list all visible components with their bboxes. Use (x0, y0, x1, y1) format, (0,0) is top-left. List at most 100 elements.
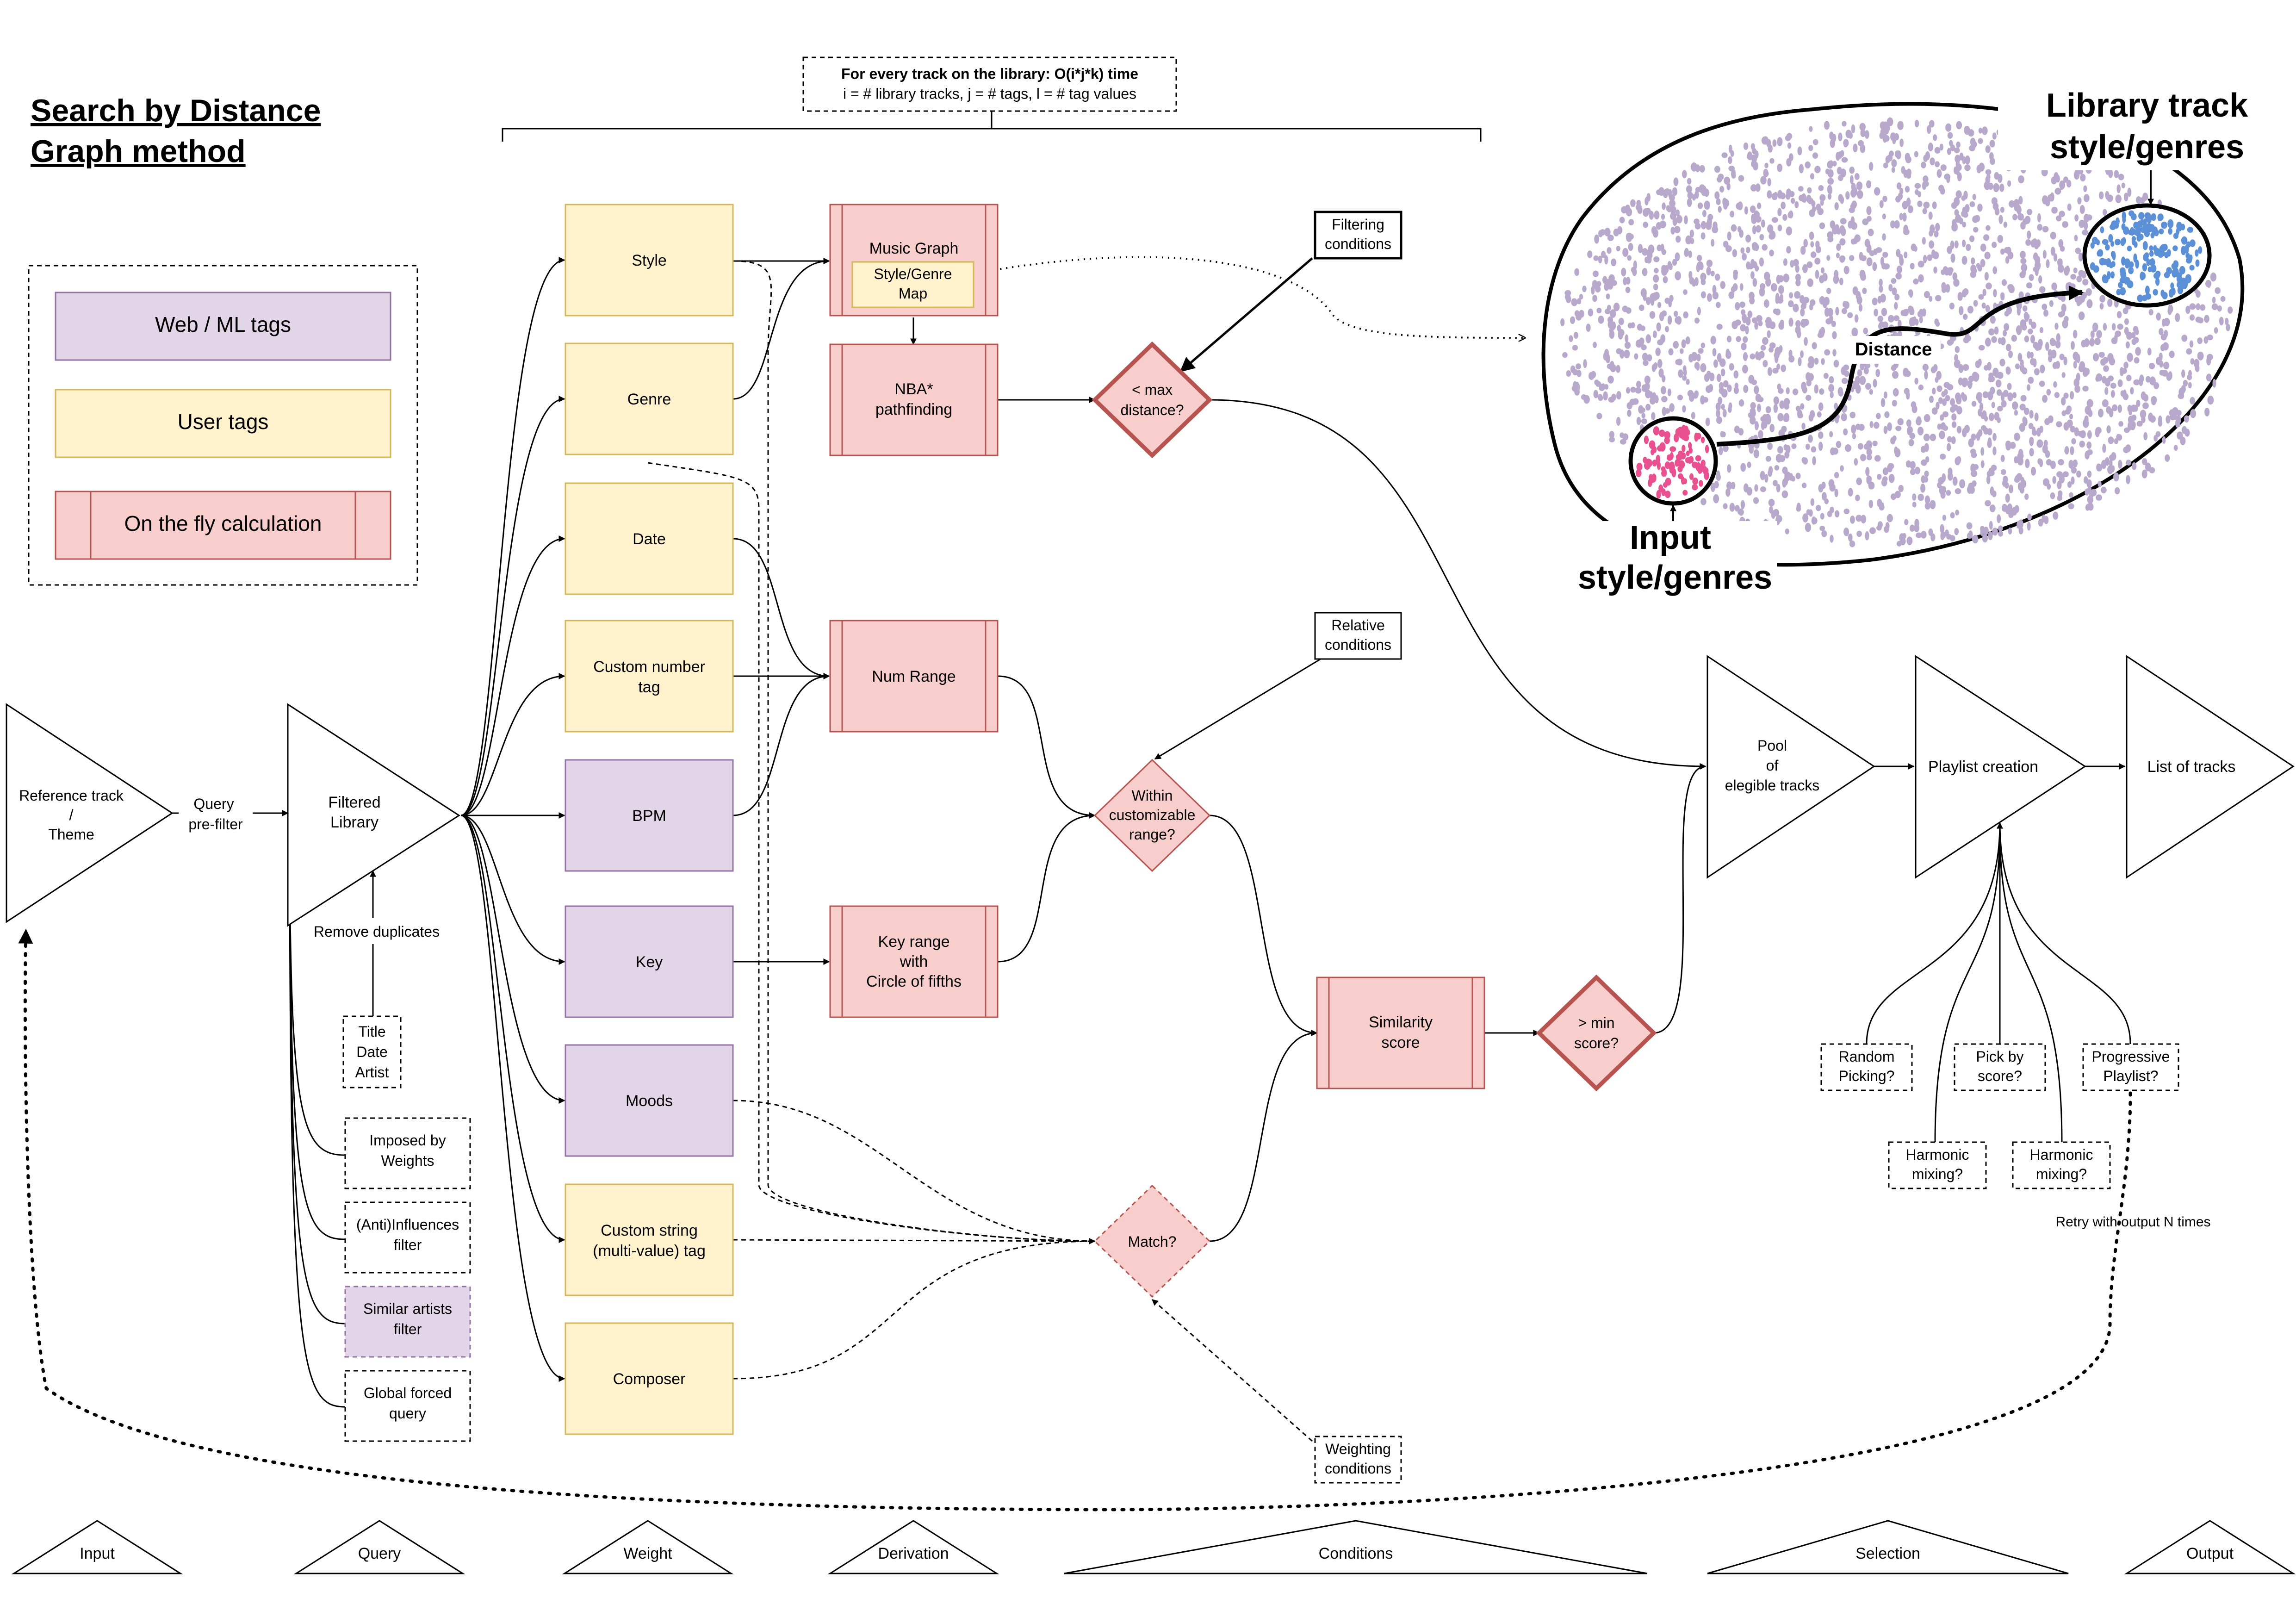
style-dot (1600, 229, 1606, 236)
style-dot (2005, 442, 2011, 451)
style-dot (1850, 516, 1855, 524)
style-dot (1872, 262, 1877, 271)
style-dot (1779, 400, 1785, 409)
input-dot (1686, 450, 1690, 456)
style-dot (2106, 425, 2111, 434)
style-dot (1845, 444, 1851, 452)
tag-bpm-box (565, 759, 734, 872)
style-dot (1798, 186, 1804, 192)
style-dot (1913, 246, 1917, 252)
library-dot (2097, 250, 2101, 257)
style-dot (1593, 342, 1597, 348)
style-dot (1738, 399, 1744, 407)
style-dot (2178, 387, 2184, 397)
style-dot (1773, 404, 1778, 413)
style-dot (1972, 372, 1979, 380)
prefilter-global-line-1: Global forced (364, 1385, 452, 1401)
style-dot (1733, 386, 1739, 394)
style-dot (1942, 398, 1947, 406)
style-dot (1713, 494, 1719, 504)
style-dot (1783, 477, 1788, 486)
max-distance-line-2: distance? (1121, 402, 1184, 418)
style-dot (1894, 220, 1900, 229)
style-dot (1852, 433, 1856, 440)
style-dot (1743, 352, 1748, 361)
style-dot (1874, 309, 1879, 317)
style-dot (1639, 407, 1645, 413)
style-dot (1764, 162, 1769, 168)
style-dot (1936, 385, 1942, 392)
style-dot (2099, 303, 2104, 310)
style-dot (1851, 124, 1855, 133)
stage-input-triangle (11, 1520, 183, 1574)
style-dot (1805, 161, 1811, 169)
style-dot (1910, 262, 1915, 270)
style-dot (2153, 435, 2158, 442)
style-dot (1992, 446, 1997, 456)
within-range-line-2: customizable (1109, 807, 1196, 823)
option-harmonic-1-line-2: mixing? (1912, 1166, 1963, 1182)
style-dot (1970, 264, 1977, 273)
style-dot (1978, 345, 1985, 351)
style-dot (1958, 377, 1963, 386)
input-dot (1649, 474, 1653, 480)
style-dot (2103, 209, 2107, 216)
style-dot (1750, 143, 1755, 150)
style-dot (1873, 249, 1878, 255)
style-dot (1625, 286, 1631, 293)
style-dot (1972, 193, 1976, 200)
style-dot (1947, 148, 1951, 155)
style-dot (1832, 134, 1837, 143)
prefilter-similar-line-2: filter (394, 1321, 422, 1337)
style-dot (1880, 256, 1885, 266)
style-dot (1830, 220, 1836, 229)
option-harmonic-1-line-1: Harmonic (1906, 1146, 1969, 1163)
style-dot (2109, 357, 2116, 366)
style-dot (1997, 514, 2001, 523)
filtered-library-label-1: Filtered (328, 794, 380, 811)
style-dot (1830, 392, 1834, 398)
style-dot (1713, 221, 1718, 230)
style-dot (2110, 382, 2116, 389)
style-dot (1923, 201, 1930, 209)
style-dot (1787, 142, 1792, 149)
stage-bar: Input Query Weight Derivation Conditions… (11, 1520, 2296, 1574)
style-dot (1980, 447, 1985, 456)
style-dot (1935, 161, 1940, 168)
style-dot (1865, 383, 1871, 390)
style-dot (2098, 191, 2104, 199)
edge-relative-within (1154, 655, 1326, 760)
style-dot (1840, 218, 1847, 224)
style-dot (2086, 399, 2093, 408)
style-dot (1939, 454, 1946, 460)
style-dot (2039, 380, 2045, 387)
style-dot (1823, 373, 1829, 379)
style-dot (2135, 196, 2142, 204)
style-dot (2028, 328, 2033, 335)
library-dot (2102, 239, 2109, 245)
style-dot (2103, 365, 2109, 372)
library-dot (2127, 245, 2132, 252)
style-dot (1829, 431, 1833, 437)
style-dot (2016, 523, 2023, 529)
library-cluster-dots (2090, 210, 2203, 302)
style-dot (1669, 199, 1675, 208)
style-dot (1634, 353, 1638, 360)
style-dot (2123, 447, 2129, 454)
style-dot (1754, 421, 1759, 430)
style-dot (2096, 330, 2102, 339)
style-dot (2096, 463, 2101, 472)
style-dot (2124, 327, 2129, 335)
style-dot (1990, 316, 1996, 324)
style-dot (1819, 194, 1826, 201)
option-progressive-line-1: Progressive (2092, 1048, 2170, 1065)
style-dot (1989, 376, 1995, 382)
style-dot (1954, 359, 1961, 368)
style-dot (2067, 203, 2072, 211)
style-dot (2023, 311, 2029, 320)
style-dot (1676, 359, 1683, 366)
style-dot (2207, 282, 2211, 288)
style-dot (1868, 229, 1874, 236)
style-dot (1769, 506, 1774, 514)
style-dot (1897, 320, 1902, 328)
